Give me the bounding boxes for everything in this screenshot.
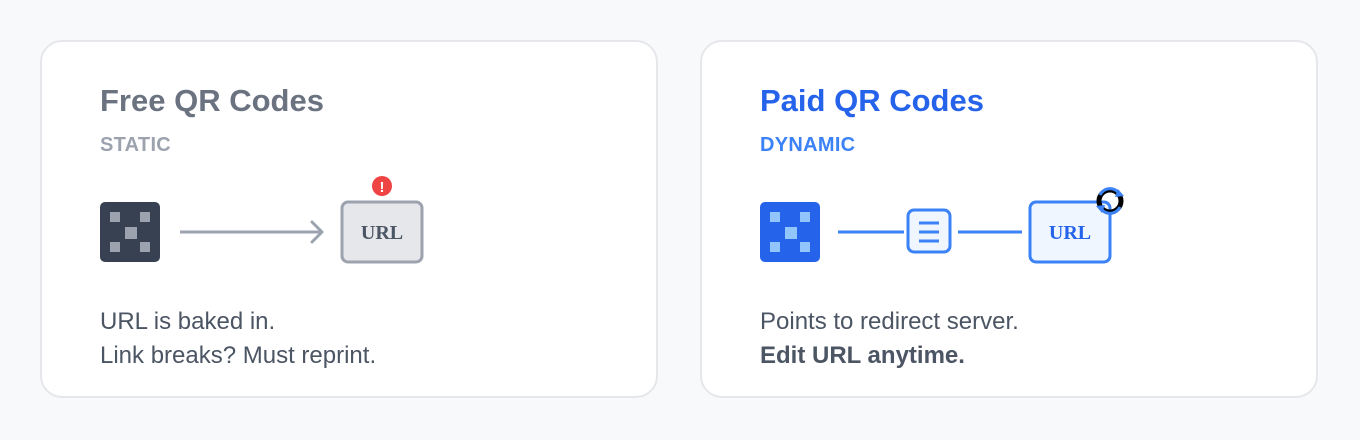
server-icon [906,208,952,254]
description-line-1: URL is baked in. [100,308,276,335]
description-line-1: Points to redirect server. [760,308,1019,335]
url-box-label: URL [361,222,403,244]
dynamic-flow-diagram: URL [760,187,1124,264]
static-flow-diagram: URL ! [100,176,424,264]
url-box-label: URL [1049,222,1091,244]
alert-icon: ! [372,176,392,196]
arrow-right-icon [180,220,324,244]
description-line-2: Link breaks? Must reprint. [100,342,377,369]
card-title: Paid QR Codes [760,83,984,118]
free-qr-card: Free QR Codes STATIC URL ! URL is baked … [40,40,658,398]
url-box-icon: URL [1028,200,1112,264]
alert-badge-text: ! [380,179,385,196]
card-subtitle: STATIC [100,134,172,156]
qr-code-icon [100,202,160,262]
description-line-2: Edit URL anytime. [760,342,965,369]
qr-code-icon [760,202,820,262]
url-box-icon: URL [340,200,424,264]
refresh-icon [1096,187,1124,215]
card-subtitle: DYNAMIC [760,134,856,156]
paid-qr-card: Paid QR Codes DYNAMIC URL [700,40,1318,398]
card-title: Free QR Codes [100,83,324,118]
